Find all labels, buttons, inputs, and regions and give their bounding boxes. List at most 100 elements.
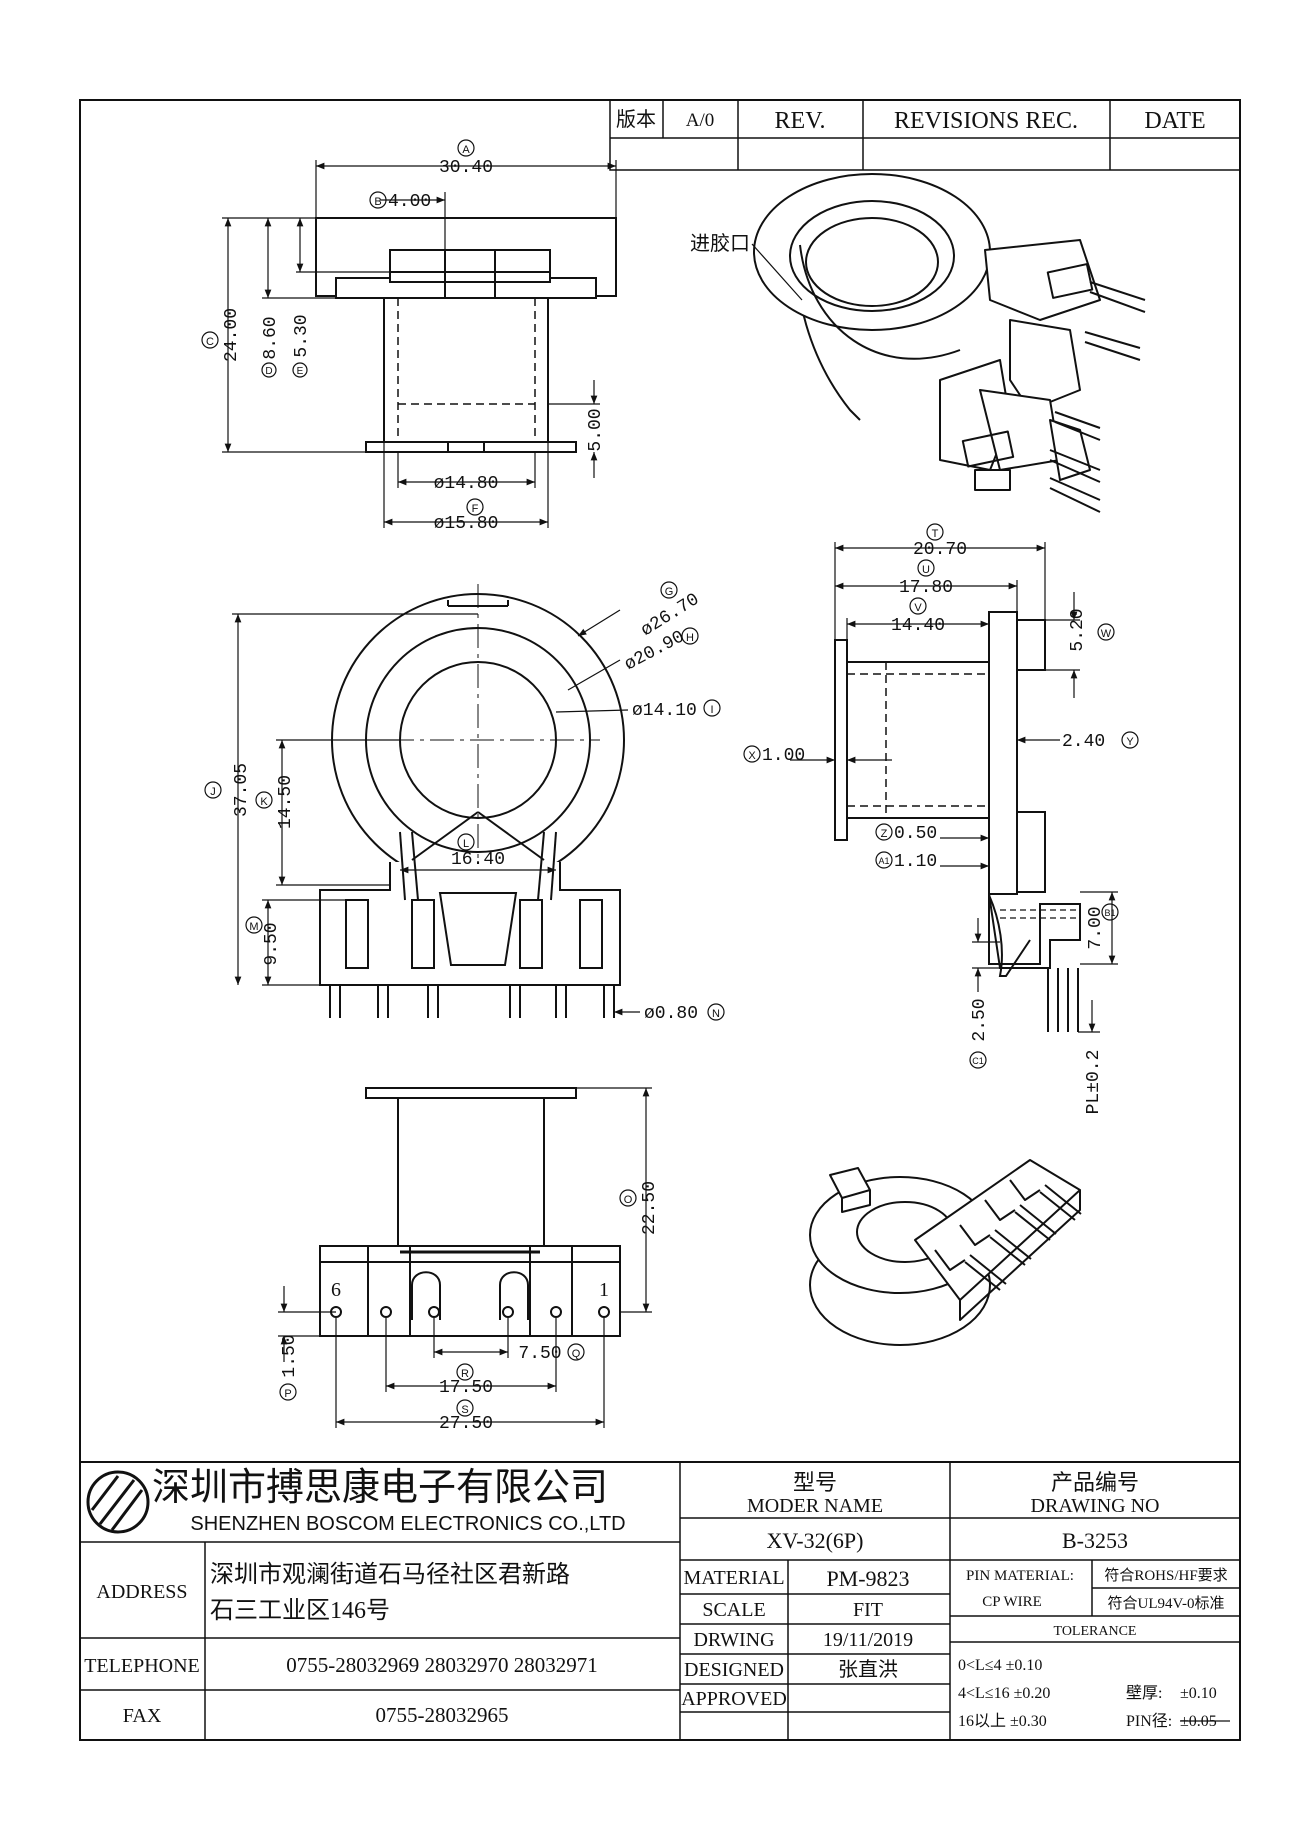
dim-tag-i: I (710, 704, 713, 716)
ul-note: 符合UL94V-0标准 (1108, 1595, 1225, 1612)
dim-tag-t: T (932, 528, 939, 540)
wall-thickness-label: 壁厚: (1126, 1683, 1162, 1702)
dim-tag-g: G (665, 586, 674, 598)
dim-v: 14.40 (891, 616, 945, 636)
drawing-date-value: 19/11/2019 (823, 1629, 913, 1651)
dim-a: 30.40 (439, 158, 493, 178)
wall-thickness-value: ±0.10 (1180, 1685, 1217, 1702)
pin-material-label: PIN MATERIAL: (966, 1568, 1074, 1584)
dim-tag-v: V (914, 602, 922, 614)
drawing-value: B-3253 (1062, 1528, 1128, 1553)
dim-tag-h: H (686, 632, 694, 644)
dim-j: 37.05 (232, 763, 252, 817)
material-value: PM-9823 (826, 1566, 909, 1591)
pin-number-left: 6 (331, 1279, 341, 1301)
front-view (319, 584, 625, 1018)
pin-diameter-label: PIN径: (1126, 1712, 1172, 1730)
dim-tag-b: B (374, 196, 381, 208)
dim-e: 5.30 (292, 314, 312, 357)
dim-tag-x: X (748, 750, 756, 762)
revisions-header: REVISIONS REC. (894, 108, 1078, 134)
version-value: A/0 (686, 110, 715, 131)
model-label-en: MODER NAME (747, 1495, 883, 1517)
dim-w: 5.20 (1068, 608, 1088, 651)
drawing-label-cn: 产品编号 (1051, 1470, 1139, 1495)
dim-tag-o: O (624, 1194, 633, 1206)
title-block-grid (80, 1461, 1240, 1740)
dim-s: 27.50 (439, 1414, 493, 1434)
tolerance-row-3: 16以上 ±0.30 (958, 1712, 1047, 1730)
dim-tag-j: J (210, 786, 216, 798)
dim-tag-c: C (206, 336, 214, 348)
bottom-view (319, 1087, 621, 1337)
dim-r: 17.50 (439, 1378, 493, 1398)
company-name-cn: 深圳市搏思康电子有限公司 (152, 1467, 608, 1509)
dim-pl: PL±0.2 (1084, 1050, 1104, 1115)
dim-tag-a: A (462, 144, 470, 156)
dim-t: 20.70 (913, 540, 967, 560)
telephone-value: 0755-28032969 28032970 28032971 (286, 1653, 598, 1677)
address-line-2: 石三工业区146号 (210, 1597, 390, 1624)
dim-tag-m: M (249, 921, 258, 933)
dim-b: 4.00 (388, 192, 431, 212)
fax-label: FAX (123, 1705, 162, 1727)
top-view-dims (222, 160, 617, 528)
model-label-cn: 型号 (793, 1470, 837, 1495)
rev-header: REV. (775, 108, 826, 134)
dim-p: 1.50 (280, 1334, 300, 1377)
dim-x: 1.00 (762, 746, 805, 766)
top-view (315, 217, 617, 453)
dim-tag-u: U (922, 564, 930, 576)
tolerance-row-2: 4<L≤16 ±0.20 (958, 1685, 1050, 1702)
dim-z: 0.50 (894, 824, 937, 844)
dim-tag-a1: A1 (878, 856, 889, 866)
dim-k: 14.50 (276, 775, 296, 829)
isometric-view-top (753, 173, 1146, 513)
dim-tag-d: D (265, 366, 272, 377)
drawing-date-label: DRWING (693, 1629, 774, 1651)
approved-label: APPROVED (681, 1688, 787, 1710)
dim-tag-f: F (472, 503, 479, 515)
dim-n: ø0.80 (644, 1004, 698, 1024)
side-view-dims (790, 542, 1118, 1033)
dim-flange: 5.00 (586, 408, 606, 451)
dim-d: 8.60 (261, 316, 281, 359)
dim-tag-n: N (712, 1008, 720, 1020)
pin-material-value: CP WIRE (982, 1594, 1042, 1610)
dim-u: 17.80 (899, 578, 953, 598)
dim-tag-k: K (260, 796, 268, 808)
dim-tag-w: W (1101, 628, 1112, 640)
dim-tag-r: R (461, 1368, 469, 1380)
dim-tag-b1: B1 (1104, 908, 1115, 918)
revision-block (609, 99, 1241, 171)
rohs-note: 符合ROHS/HF要求 (1104, 1567, 1227, 1584)
fax-value: 0755-28032965 (376, 1703, 509, 1727)
dim-c1: 2.50 (970, 998, 990, 1041)
dim-l: 16.40 (451, 850, 505, 870)
dim-tag-s: S (461, 1404, 468, 1416)
isometric-view-bottom (809, 1159, 1082, 1346)
dim-m: 9.50 (262, 922, 282, 965)
address-line-1: 深圳市观澜街道石马径社区君新路 (210, 1561, 570, 1588)
pin-number-right: 1 (599, 1279, 609, 1301)
dim-q: 7.50 (518, 1344, 561, 1364)
date-header: DATE (1144, 108, 1205, 134)
dim-tag-l: L (463, 838, 469, 850)
dim-y: 2.40 (1062, 732, 1105, 752)
dim-tag-c1: C1 (972, 1056, 984, 1066)
dim-c: 24.00 (222, 308, 242, 362)
scale-label: SCALE (702, 1599, 765, 1621)
dim-o: 22.50 (640, 1181, 660, 1235)
dim-i: ø14.10 (632, 701, 697, 721)
dim-tag-q: Q (572, 1348, 581, 1360)
dim-a1: 1.10 (894, 852, 937, 872)
dim-tag-z: Z (881, 828, 888, 840)
dim-bore: ø14.80 (434, 474, 499, 494)
telephone-label: TELEPHONE (84, 1655, 200, 1677)
company-name-en: SHENZHEN BOSCOM ELECTRONICS CO.,LTD (190, 1513, 625, 1535)
model-value: XV-32(6P) (767, 1528, 864, 1553)
address-label: ADDRESS (96, 1581, 187, 1603)
dim-tag-p: P (284, 1388, 291, 1400)
designed-value: 张直洪 (838, 1658, 898, 1681)
